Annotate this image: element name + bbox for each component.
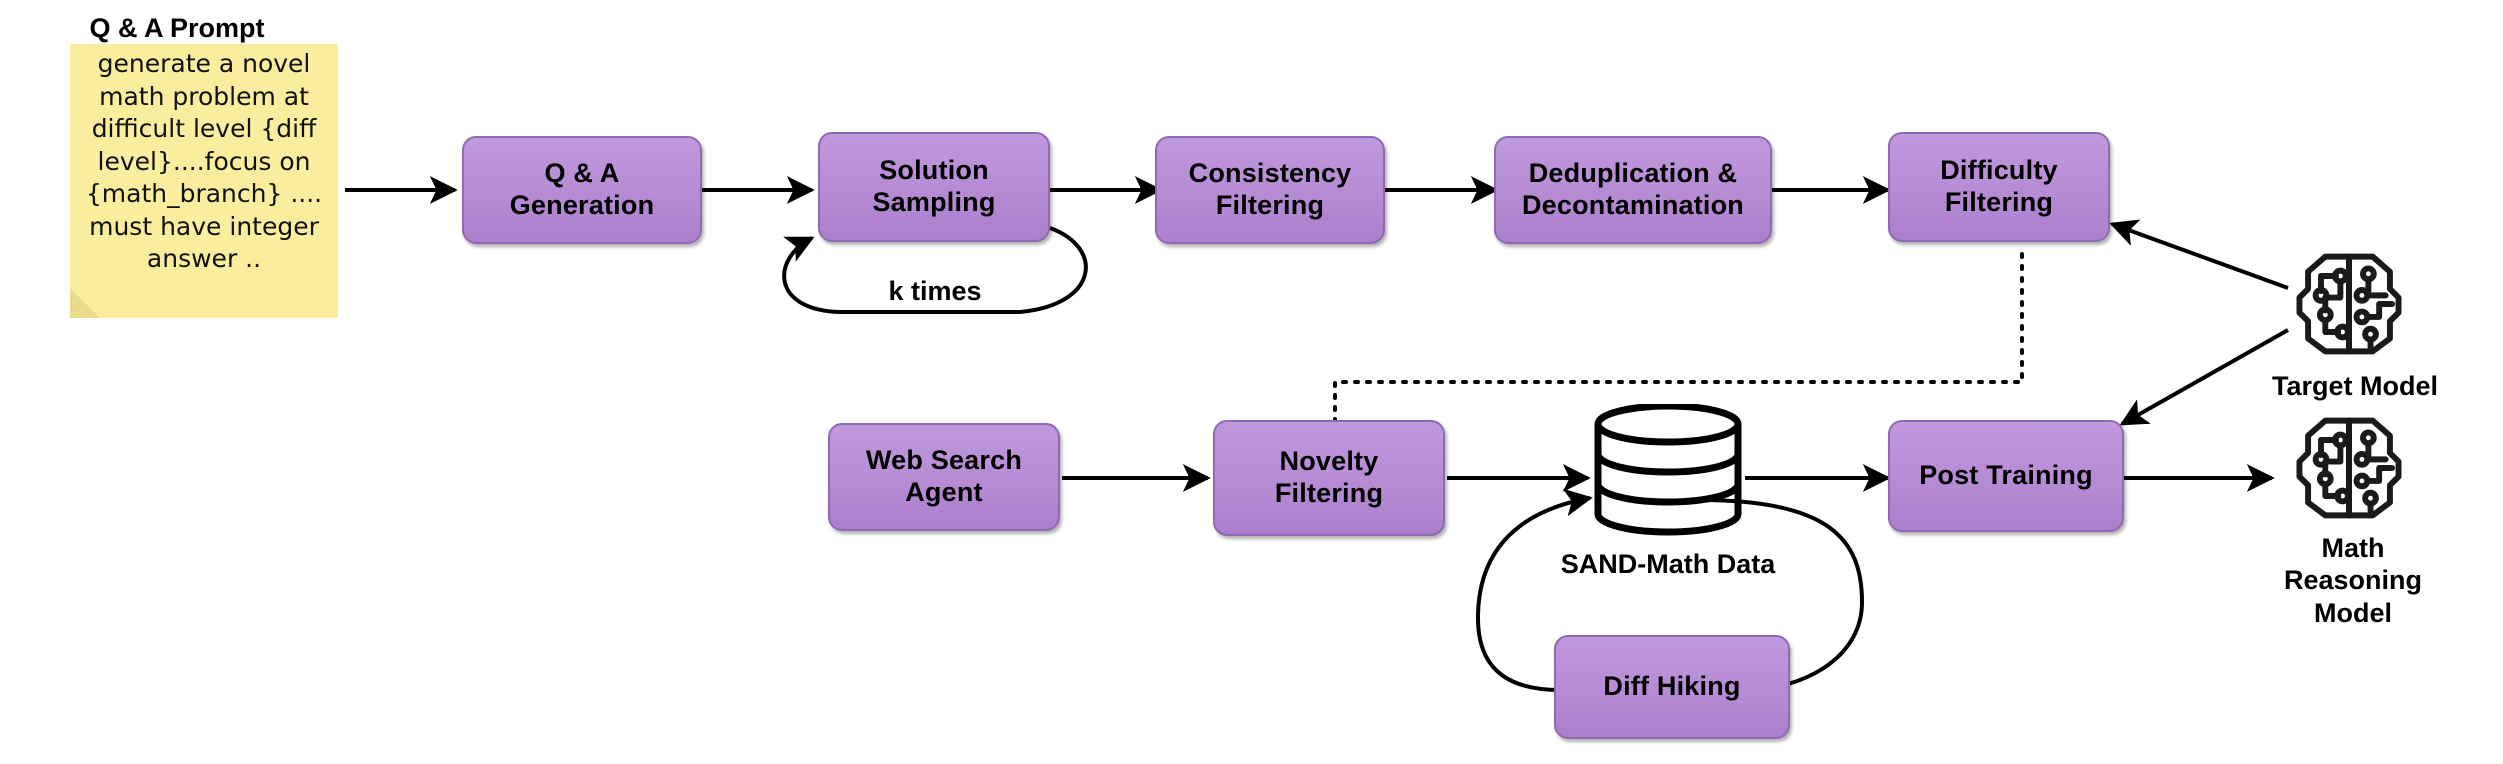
datastore-icon [1594, 404, 1742, 536]
node-difficulty-filtering[interactable]: Difficulty Filtering [1888, 132, 2110, 242]
node-dedup-decontamination[interactable]: Deduplication & Decontamination [1494, 136, 1772, 244]
node-post-training[interactable]: Post Training [1888, 420, 2124, 532]
output-model-label: Math Reasoning Model [2258, 532, 2448, 629]
sticky-note-body: generate a novel math problem at difficu… [85, 49, 323, 273]
node-label-line-1: Web Search [865, 445, 1023, 476]
node-label-line-2: Filtering [1215, 190, 1325, 220]
node-label-line-1: Difficulty [1940, 155, 2058, 186]
node-label-line-1: Deduplication & [1528, 158, 1738, 189]
node-label-line-1: Solution [879, 155, 989, 186]
node-label-line-1: Diff Hiking [1603, 671, 1741, 702]
sticky-note-prompt: generate a novel math problem at difficu… [70, 44, 338, 318]
sticky-note-fold [70, 288, 100, 318]
node-label-line-2: Filtering [1274, 478, 1384, 508]
node-web-search-agent[interactable]: Web Search Agent [828, 423, 1060, 531]
node-label-line-1: Q & A [544, 158, 620, 189]
output-model-label-line-1: Math [2321, 533, 2385, 563]
node-label-line-2: Sampling [872, 187, 996, 217]
node-label-line-1: Post Training [1919, 460, 2093, 491]
node-label-line-1: Novelty [1279, 446, 1379, 477]
node-novelty-filtering[interactable]: Novelty Filtering [1213, 420, 1445, 536]
output-model-label-line-2: Reasoning [2283, 565, 2423, 596]
loop-label-k-times: k times [888, 276, 982, 306]
brain-circuit-icon [2296, 253, 2402, 355]
node-solution-sampling[interactable]: Solution Sampling [818, 132, 1050, 242]
node-consistency-filtering[interactable]: Consistency Filtering [1155, 136, 1385, 244]
output-model-label-line-3: Model [2314, 597, 2392, 628]
target-model-label: Target Model [2271, 371, 2438, 401]
edge-target-to-difficulty [2109, 219, 2289, 290]
node-label-line-1: Consistency [1188, 158, 1352, 189]
node-qa-generation[interactable]: Q & A Generation [462, 136, 702, 244]
node-label-line-2: Filtering [1944, 187, 2054, 217]
node-label-line-2: Decontamination [1521, 190, 1745, 220]
node-label-line-2: Agent [905, 477, 983, 507]
node-label-line-2: Generation [509, 190, 655, 220]
node-diff-hiking[interactable]: Diff Hiking [1554, 635, 1790, 739]
brain-circuit-icon [2296, 417, 2402, 519]
sticky-note-title: Q & A Prompt [89, 13, 265, 43]
datastore-label: SAND-Math Data [1560, 549, 1776, 579]
